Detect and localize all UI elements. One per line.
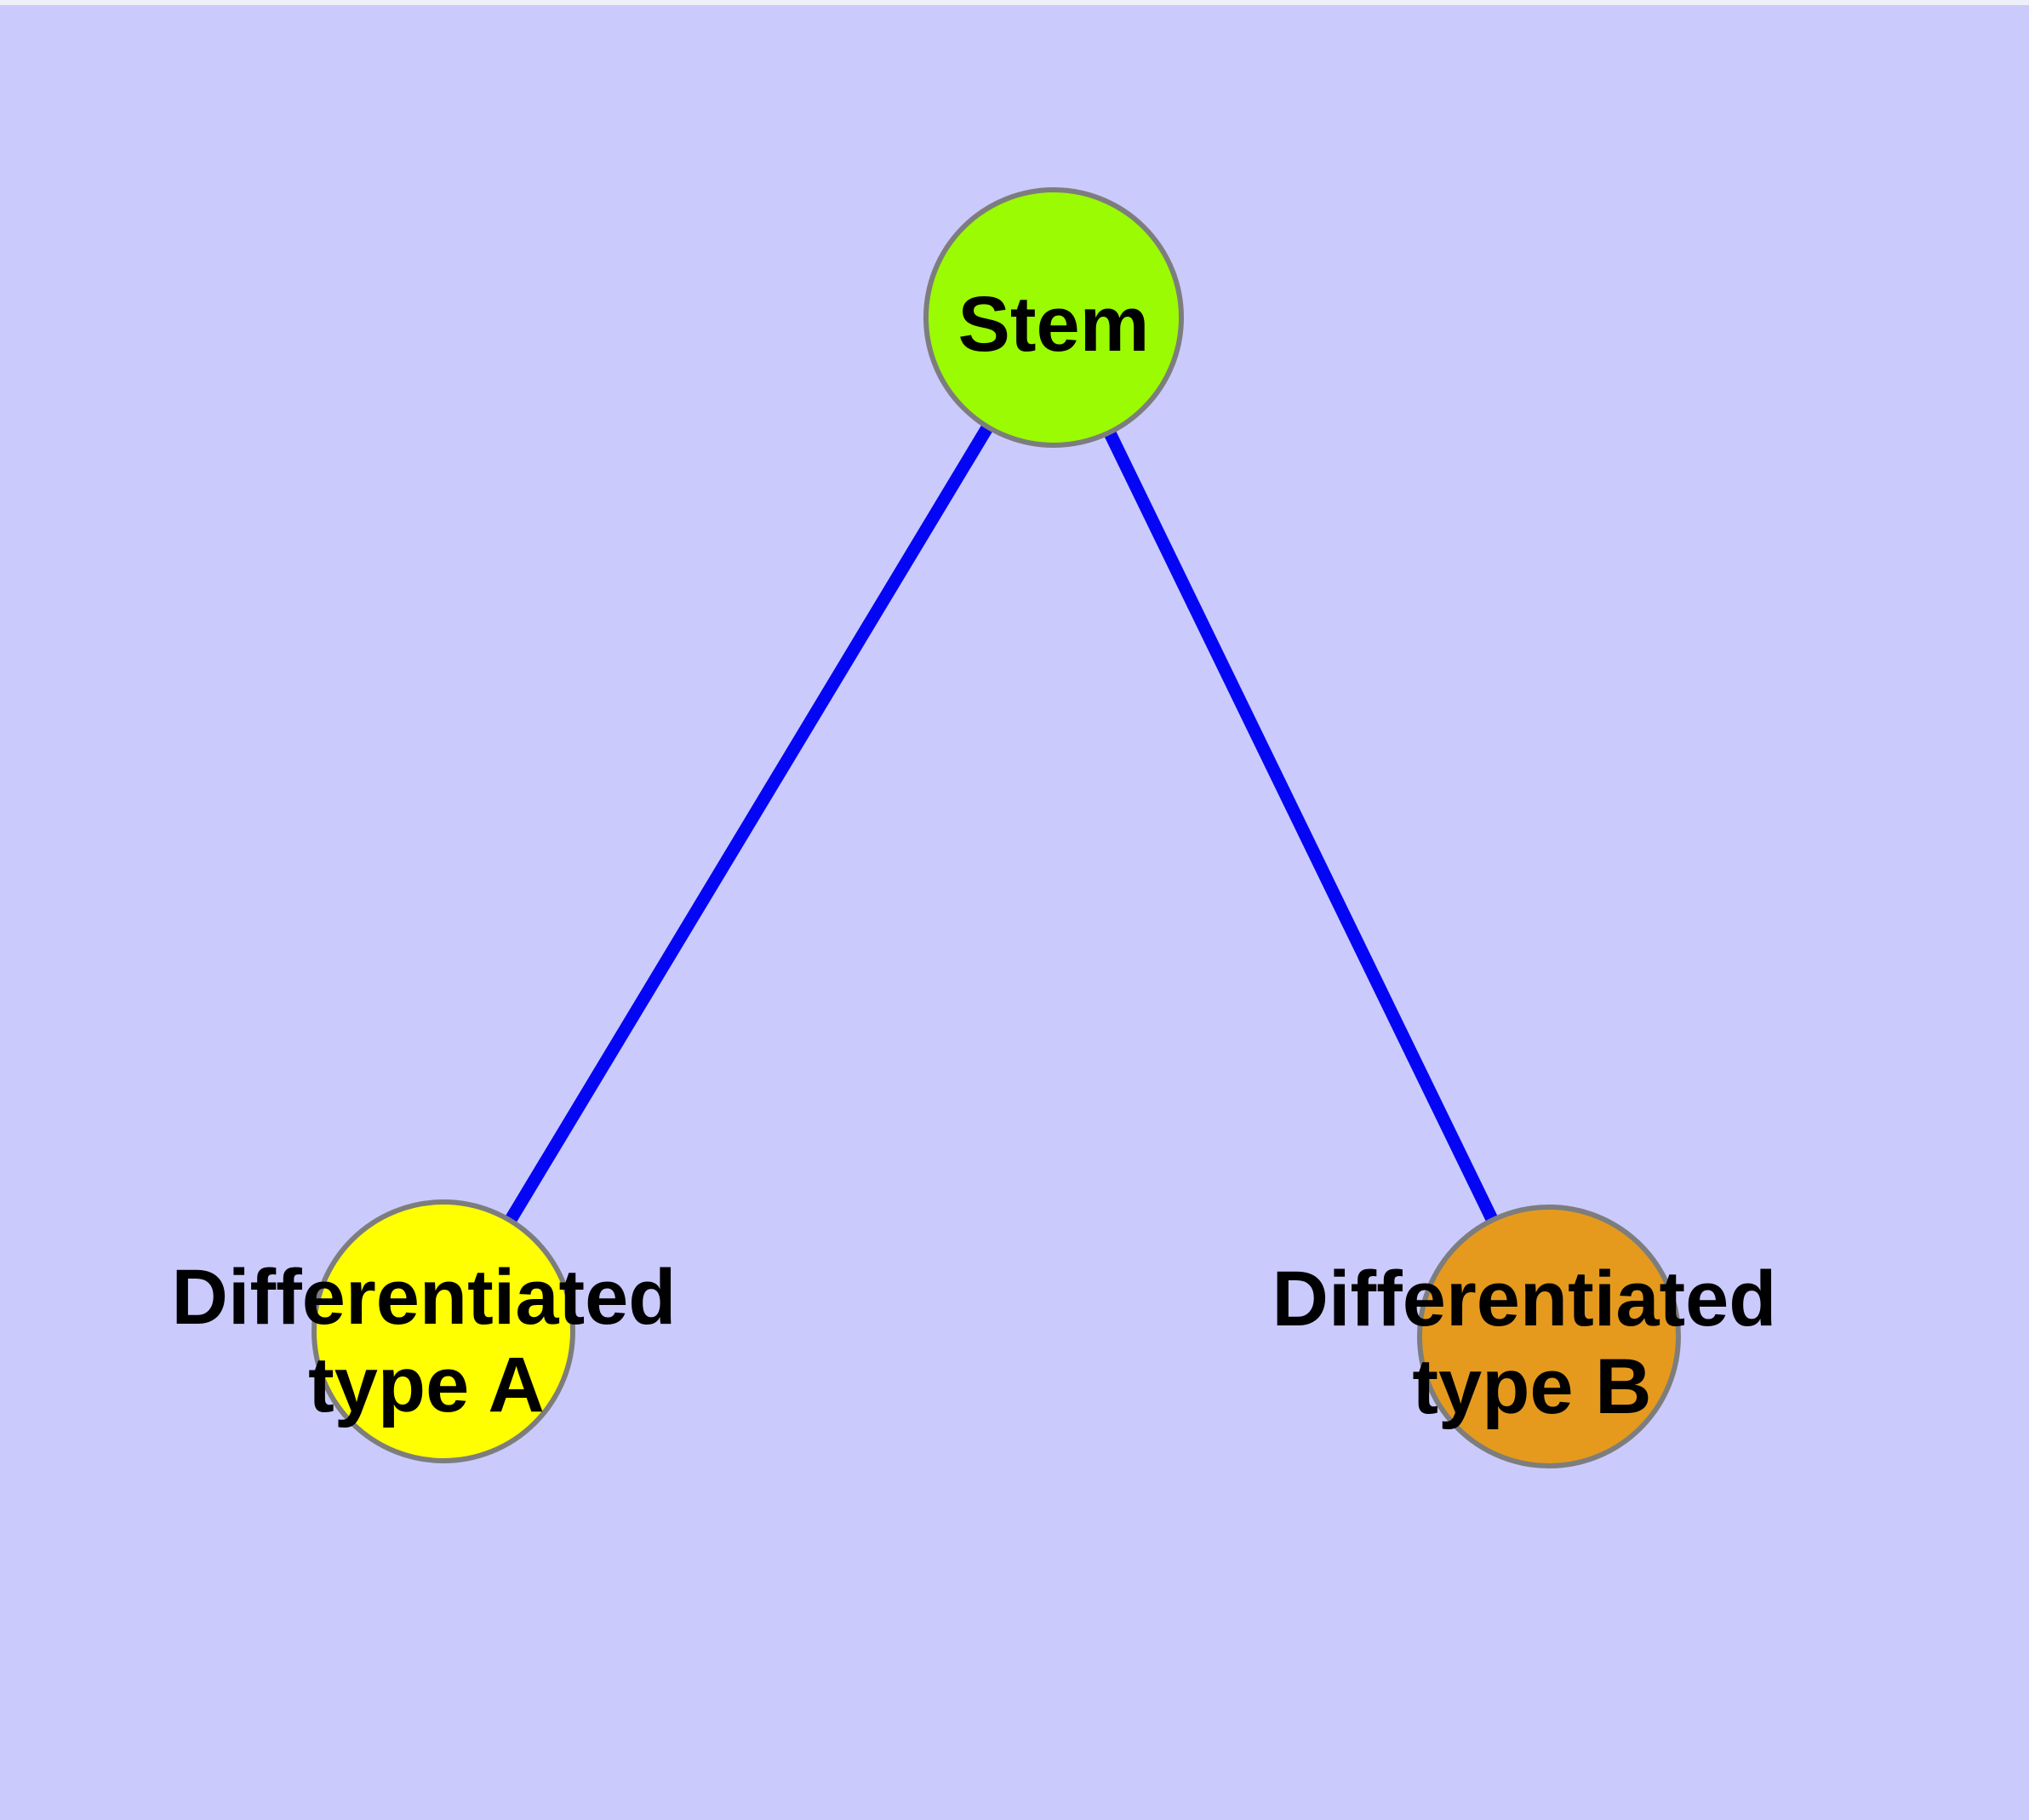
- node-differentiated-type-b[interactable]: [1417, 1205, 1681, 1468]
- node-type-b-label-line2: type B: [1412, 1343, 1651, 1430]
- edge-stem-to-type-b[interactable]: [1048, 314, 1555, 1340]
- node-stem[interactable]: [923, 187, 1184, 448]
- node-differentiated-type-a[interactable]: [311, 1199, 575, 1463]
- node-type-a-label-line1: Differentiated: [172, 1254, 677, 1341]
- node-stem-label: Stem: [958, 281, 1150, 368]
- edge-stem-to-type-a[interactable]: [437, 314, 1060, 1335]
- node-type-a-label-line2: type A: [308, 1342, 545, 1428]
- canvas-top-edge: [0, 0, 2029, 5]
- node-type-b-label-line1: Differentiated: [1272, 1256, 1777, 1342]
